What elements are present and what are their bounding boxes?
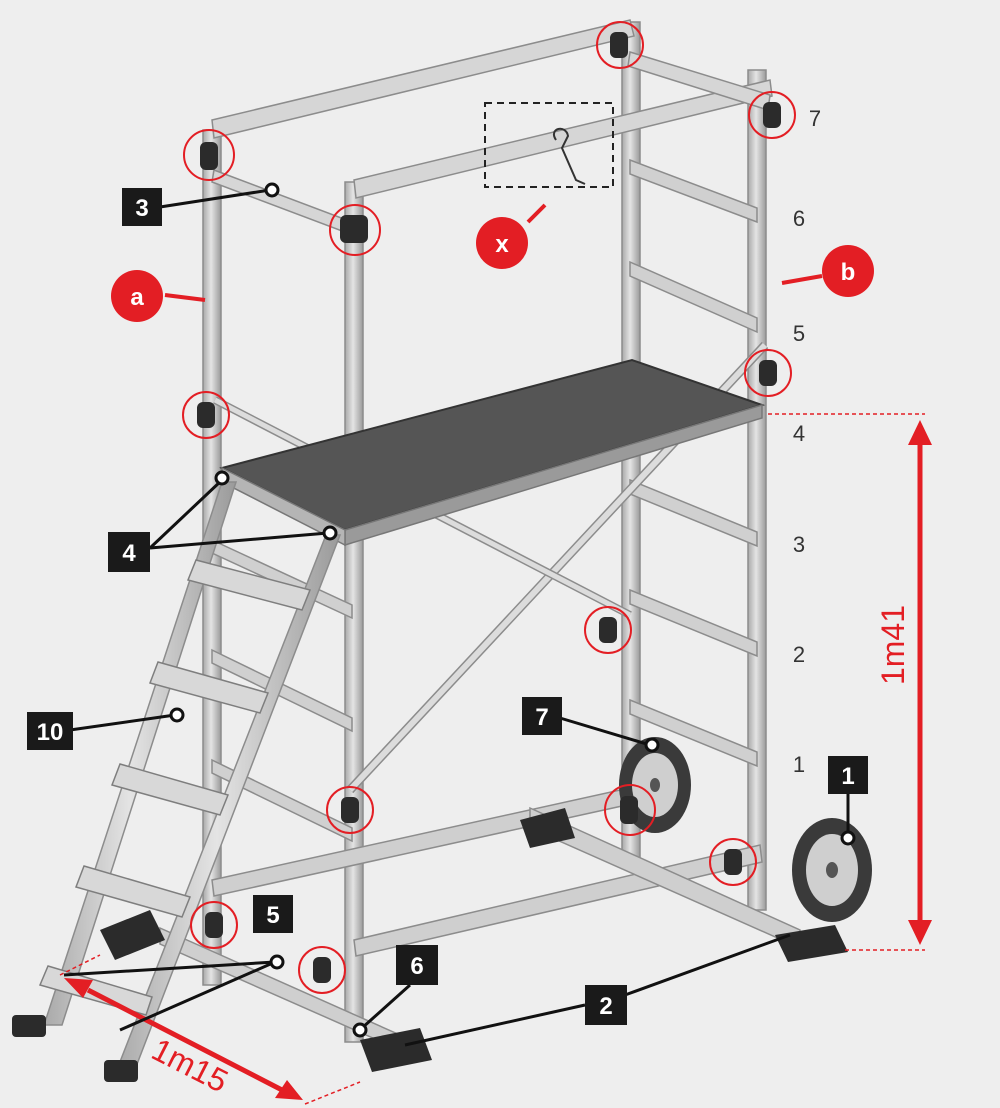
callout-2-label: 2 <box>599 993 612 1020</box>
rung-numbers: 1 2 3 4 5 6 7 <box>793 106 821 777</box>
stair-step <box>75 865 192 918</box>
foot-icon <box>100 910 165 960</box>
rungs-side-b <box>629 158 758 768</box>
hook-detail-box <box>484 102 614 188</box>
rung-number: 5 <box>793 321 805 346</box>
rung-number: 7 <box>809 106 821 131</box>
platform-deck <box>219 358 766 547</box>
base-rail-back <box>211 789 623 897</box>
callout-4: 4 <box>108 532 150 572</box>
callout-1-label: 1 <box>841 763 854 790</box>
clamp-icon <box>596 21 644 69</box>
clamp-icon <box>604 784 656 836</box>
upright-front-right <box>747 69 767 911</box>
foot-icon <box>360 1028 432 1072</box>
stair-step <box>111 763 230 816</box>
callouts: 1 2 3 4 5 6 7 10 <box>27 188 868 1025</box>
stair-step <box>186 559 312 611</box>
marker-x-label: x <box>495 231 509 258</box>
rung-number: 4 <box>793 421 805 446</box>
callout-3-label: 3 <box>135 195 148 222</box>
clamp-icon <box>183 129 235 181</box>
hook-detail <box>484 102 614 224</box>
marker-a-label: a <box>130 284 144 311</box>
callout-10: 10 <box>27 712 73 750</box>
marker-a: a <box>111 270 206 322</box>
callout-2: 2 <box>585 985 627 1025</box>
height-dimension-label: 1m41 <box>875 605 911 685</box>
hook-icon <box>553 127 586 185</box>
rail-top-front <box>353 79 773 199</box>
rung-number: 3 <box>793 532 805 557</box>
callout-1: 1 <box>828 756 868 794</box>
rung-number: 2 <box>793 642 805 667</box>
stair-ladder <box>12 481 342 1082</box>
clamp-icon <box>584 606 632 654</box>
callout-4-label: 4 <box>122 540 136 567</box>
callout-5-label: 5 <box>266 902 279 929</box>
callout-5: 5 <box>253 895 293 933</box>
stair-stringer-right <box>114 534 342 1073</box>
stair-step <box>149 661 270 714</box>
marker-b: b <box>781 245 874 297</box>
rail-top-back <box>211 19 635 139</box>
stabilizer-feet <box>100 808 848 1072</box>
callout-7-label: 7 <box>535 704 548 731</box>
callout-7: 7 <box>522 697 562 735</box>
side-markers: a b x <box>111 217 874 322</box>
clamp-icon <box>709 838 757 886</box>
wheel-icon <box>792 818 872 922</box>
guard-rails <box>211 19 773 236</box>
foot-icon <box>104 1060 138 1082</box>
foot-icon <box>520 808 575 848</box>
clamp-icon <box>744 349 792 397</box>
leader-lines <box>63 182 856 1047</box>
marker-x-leader <box>526 203 547 224</box>
rung-number: 6 <box>793 206 805 231</box>
clamp-icon <box>182 391 230 439</box>
callout-3: 3 <box>122 188 162 226</box>
callout-10-label: 10 <box>37 719 64 746</box>
clamp-icon <box>190 901 238 949</box>
marker-x: x <box>476 217 528 269</box>
rungs-side-a <box>211 538 353 843</box>
clamp-icon <box>748 91 796 139</box>
clamp-icon <box>329 204 381 256</box>
clamps <box>182 21 796 994</box>
rung-number: 1 <box>793 752 805 777</box>
base-frame <box>159 789 801 1052</box>
foot-icon <box>12 1015 46 1037</box>
callout-6: 6 <box>396 945 438 985</box>
stair-step <box>38 965 153 1016</box>
clamp-icon <box>326 786 374 834</box>
height-dimension: 1m41 <box>768 413 932 951</box>
foot-icon <box>775 925 848 962</box>
callout-6-label: 6 <box>410 953 423 980</box>
clamp-icon <box>298 946 346 994</box>
marker-b-label: b <box>841 259 856 286</box>
